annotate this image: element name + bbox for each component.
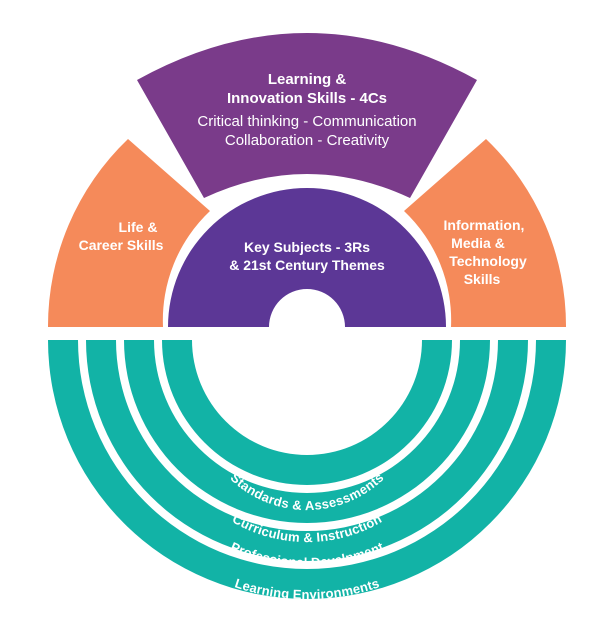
ring-professional-development (86, 340, 528, 561)
learning-sub-line1: Critical thinking - Communication (197, 113, 416, 130)
learning-title-line1: Learning & (268, 71, 347, 88)
core-key-subjects (168, 188, 446, 327)
support-rings (48, 340, 566, 599)
segment-information-media-technology (404, 139, 567, 327)
core-line2: & 21st Century Themes (229, 257, 385, 273)
ring-curriculum-instruction (124, 340, 490, 523)
segment-life-career (47, 139, 211, 327)
learning-title-line2: Innovation Skills - 4Cs (227, 90, 387, 107)
core-line1: Key Subjects - 3Rs (244, 239, 370, 255)
ring-standards-assessments (162, 340, 452, 485)
learning-sub-line2: Collaboration - Creativity (225, 132, 390, 149)
life-career-line1: Life & (119, 219, 158, 235)
info-media-line3: Technology (449, 253, 527, 269)
info-media-line4: Skills (464, 271, 501, 287)
segment-learning-innovation (137, 33, 477, 198)
info-media-line1: Information, (444, 217, 525, 233)
life-career-line2: Career Skills (79, 237, 164, 253)
ring-learning-environments (48, 340, 566, 599)
center-hole (271, 291, 343, 363)
info-media-line2: Media & (451, 235, 505, 251)
